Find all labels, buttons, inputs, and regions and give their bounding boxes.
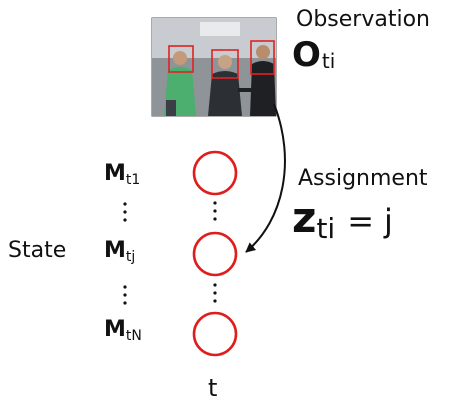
- state-symbol-1-letter: M: [104, 161, 126, 186]
- observation-photo: [151, 17, 277, 117]
- state-symbol-n-letter: M: [104, 317, 126, 342]
- state-label: State: [8, 238, 66, 263]
- observation-caption: Observation: [296, 7, 430, 32]
- detection-box-3: [250, 40, 275, 75]
- symbol-ellipsis-upper: [123, 202, 127, 222]
- state-symbol-1: Mt1: [104, 161, 140, 188]
- state-symbol-j-letter: M: [104, 238, 126, 263]
- person-2-figure: [208, 55, 242, 116]
- state-node-n: [192, 311, 238, 357]
- state-node-1: [192, 150, 238, 196]
- observation-symbol: Oti: [292, 35, 335, 75]
- person-1-figure: [164, 51, 196, 116]
- node-ellipsis-upper: [213, 201, 217, 221]
- assignment-caption: Assignment: [298, 166, 428, 191]
- state-symbol-j: Mtj: [104, 238, 135, 265]
- state-node-j: [192, 231, 238, 277]
- node-ellipsis-lower: [213, 283, 217, 303]
- symbol-ellipsis-lower: [123, 285, 127, 305]
- state-symbol-1-subscript: t1: [126, 172, 140, 188]
- assignment-equals: =: [347, 202, 374, 240]
- assignment-arrow: [245, 103, 286, 253]
- assignment-variable: z: [292, 193, 316, 242]
- assignment-equation: zti =j: [292, 193, 393, 245]
- observation-symbol-letter: O: [292, 35, 321, 75]
- state-symbol-j-subscript: tj: [126, 249, 135, 265]
- observation-symbol-subscript: ti: [322, 49, 335, 73]
- state-symbol-n: MtN: [104, 317, 142, 344]
- state-symbol-n-subscript: tN: [126, 328, 142, 344]
- assignment-value: j: [383, 202, 393, 240]
- detection-box-2: [211, 49, 239, 79]
- assignment-subscript: ti: [316, 212, 335, 245]
- detection-box-1: [168, 45, 194, 73]
- time-label: t: [208, 374, 217, 402]
